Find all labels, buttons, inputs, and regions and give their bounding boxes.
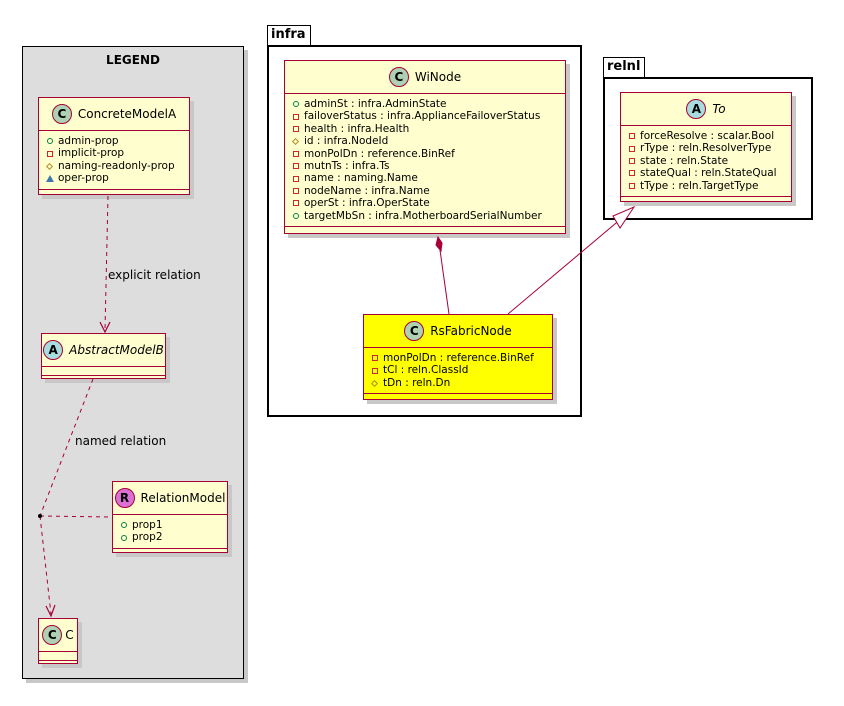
private-icon: [291, 187, 300, 196]
private-icon: [627, 169, 636, 178]
attribute-row: id : infra.NodeId: [291, 135, 565, 147]
abstract-a-icon: A: [686, 99, 707, 119]
class-relation-model[interactable]: R RelationModel prop1 prop2: [112, 481, 228, 553]
abstract-a-icon: A: [43, 340, 64, 360]
public-icon: [119, 533, 128, 542]
attribute-row: tDn : reln.Dn: [370, 377, 552, 389]
class-c-icon: C: [51, 104, 72, 124]
private-icon: [291, 112, 300, 121]
public-icon: [291, 100, 300, 109]
attribute-row: prop2: [119, 531, 227, 543]
private-icon: [291, 125, 300, 134]
private-icon: [291, 162, 300, 171]
attribute-row: failoverStatus : infra.ApplianceFailover…: [291, 110, 565, 122]
protected-icon: [45, 162, 54, 171]
public-icon: [291, 211, 300, 220]
class-c-icon: C: [42, 625, 63, 645]
private-icon: [627, 157, 636, 166]
class-name: AbstractModelB: [69, 343, 164, 357]
attribute-row: targetMbSn : infra.MotherboardSerialNumb…: [291, 210, 565, 222]
attribute-row: monPolDn : reference.BinRef: [291, 148, 565, 160]
attribute-row: operSt : infra.OperState: [291, 197, 565, 209]
class-name: To: [712, 102, 726, 116]
private-icon: [370, 366, 379, 375]
attribute-row: state : reln.State: [627, 155, 791, 167]
private-icon: [291, 149, 300, 158]
package-tab-infra[interactable]: infra: [267, 25, 311, 46]
named-relation-label: named relation: [75, 434, 167, 448]
attribute-row: tCl : reln.ClassId: [370, 364, 552, 376]
public-icon: [119, 521, 128, 530]
class-to[interactable]: A To forceResolve : scalar.Bool rType : …: [620, 92, 792, 202]
attribute-row: tType : reln.TargetType: [627, 180, 791, 192]
class-c-icon: C: [388, 67, 409, 87]
attribute-row: naming-readonly-prop: [45, 160, 189, 172]
legend-title: LEGEND: [106, 53, 160, 67]
package-label-infra: infra: [271, 27, 306, 42]
attribute-row: oper-prop: [45, 172, 189, 184]
attribute-row: stateQual : reln.StateQual: [627, 167, 791, 179]
package-tab-reln[interactable]: relnl: [603, 57, 646, 78]
package-visibility-icon: [45, 174, 54, 183]
attribute-row: adminSt : infra.AdminState: [291, 98, 565, 110]
class-winode[interactable]: C WiNode adminSt : infra.AdminState fail…: [284, 60, 566, 234]
attribute-row: health : infra.Health: [291, 123, 565, 135]
class-name: RsFabricNode: [430, 324, 512, 338]
private-icon: [627, 132, 636, 141]
private-icon: [627, 181, 636, 190]
relation-r-icon: R: [114, 488, 135, 508]
protected-icon: [291, 137, 300, 146]
class-name: WiNode: [414, 70, 462, 84]
private-icon: [627, 144, 636, 153]
public-icon: [45, 137, 54, 146]
attribute-row: admin-prop: [45, 135, 189, 147]
package-label-reln: relnl: [607, 59, 641, 74]
protected-icon: [370, 379, 379, 388]
private-icon: [291, 199, 300, 208]
attribute-row: mutnTs : infra.Ts: [291, 160, 565, 172]
attribute-row: rType : reln.ResolverType: [627, 142, 791, 154]
private-icon: [370, 354, 379, 363]
attribute-row: name : naming.Name: [291, 172, 565, 184]
class-abstract-model-b[interactable]: A AbstractModelB: [41, 333, 166, 379]
class-name: RelationModel: [140, 491, 226, 505]
attribute-row: forceResolve : scalar.Bool: [627, 130, 791, 142]
private-icon: [291, 174, 300, 183]
attribute-row: implicit-prop: [45, 147, 189, 159]
class-c[interactable]: C C: [38, 618, 78, 664]
private-icon: [45, 149, 54, 158]
explicit-relation-label: explicit relation: [108, 268, 201, 282]
class-name: ConcreteModelA: [77, 107, 177, 121]
class-concrete-model-a[interactable]: C ConcreteModelA admin-prop implicit-pro…: [38, 97, 190, 195]
attribute-row: nodeName : infra.Name: [291, 185, 565, 197]
class-c-icon: C: [404, 321, 425, 341]
class-name: C: [65, 628, 74, 642]
class-rsfabricnode[interactable]: C RsFabricNode monPolDn : reference.BinR…: [363, 314, 553, 400]
attribute-row: monPolDn : reference.BinRef: [370, 352, 552, 364]
attribute-row: prop1: [119, 519, 227, 531]
